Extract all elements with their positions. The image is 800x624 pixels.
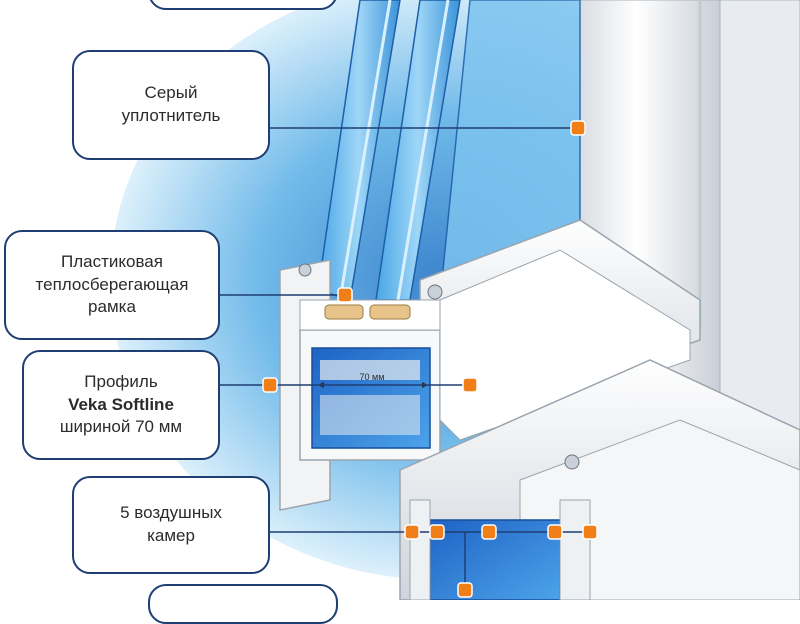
callout-frame-line-2: теплосберегающая bbox=[35, 274, 189, 294]
callout-frame-line-3: рамка bbox=[88, 297, 136, 317]
callout-profile-brand: Veka Softline bbox=[68, 394, 174, 414]
window-cross-section-diagram bbox=[110, 0, 800, 600]
callout-top-partial bbox=[148, 0, 338, 10]
marker-chamber-1 bbox=[404, 524, 420, 540]
callout-chambers-line-1: 5 воздушных bbox=[120, 503, 222, 523]
marker-frame bbox=[337, 287, 353, 303]
marker-profile-right bbox=[462, 377, 478, 393]
marker-dots bbox=[262, 120, 598, 598]
glass-unit bbox=[317, 0, 581, 302]
marker-bottom bbox=[457, 582, 473, 598]
callout-chambers-line-2: камер bbox=[147, 526, 195, 545]
marker-chamber-4 bbox=[547, 524, 563, 540]
marker-chamber-3 bbox=[481, 524, 497, 540]
marker-chamber-5 bbox=[582, 524, 598, 540]
callout-spacer-frame: Пластиковая теплосберегающая рамка bbox=[4, 230, 220, 340]
callout-frame-line-1: Пластиковая bbox=[61, 251, 163, 271]
dimension-label: 70 мм bbox=[359, 372, 385, 382]
callout-profile-line-3: шириной 70 мм bbox=[59, 417, 183, 437]
callout-profile: Профиль Veka Softline шириной 70 мм bbox=[22, 350, 220, 460]
callout-seal-line-2: уплотнитель bbox=[121, 106, 221, 125]
marker-profile-left bbox=[262, 377, 278, 393]
callout-profile-line-1: Профиль bbox=[84, 371, 158, 391]
callout-seal: Серый уплотнитель bbox=[72, 50, 270, 160]
callout-seal-line-1: Серый bbox=[144, 83, 198, 103]
callout-air-chambers: 5 воздушных камер bbox=[72, 476, 270, 574]
leader-lines bbox=[218, 127, 590, 590]
marker-chamber-2 bbox=[429, 524, 445, 540]
marker-seal bbox=[570, 120, 586, 136]
callout-bottom-partial bbox=[148, 584, 338, 624]
